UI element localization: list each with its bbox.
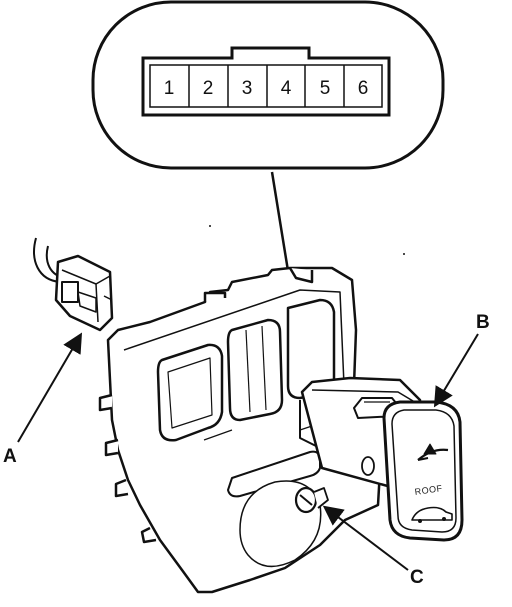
pin-label: 1 [164,78,175,99]
car-icon [411,506,453,523]
callout-a-leader [17,332,83,443]
roof-switch: ROOF [299,376,464,542]
screw-c [294,486,329,514]
callout-a-label: A [3,446,17,467]
pin-label: 2 [203,78,214,99]
callout-c-label: C [410,567,424,588]
connector-a [33,237,114,332]
callout-b-leader [433,333,479,408]
roof-tilt-icon [417,443,449,461]
connector-face: 1 2 3 4 5 6 [141,46,391,117]
switch-label: ROOF [414,483,443,497]
pin-label: 3 [242,78,253,99]
pin-label: 5 [320,78,331,99]
connector-detail-bubble: 1 2 3 4 5 6 [91,0,445,170]
callout-c-leader [322,505,409,571]
pin-label: 6 [358,78,369,99]
callout-b-label: B [476,312,490,333]
pin-label: 4 [281,78,292,99]
